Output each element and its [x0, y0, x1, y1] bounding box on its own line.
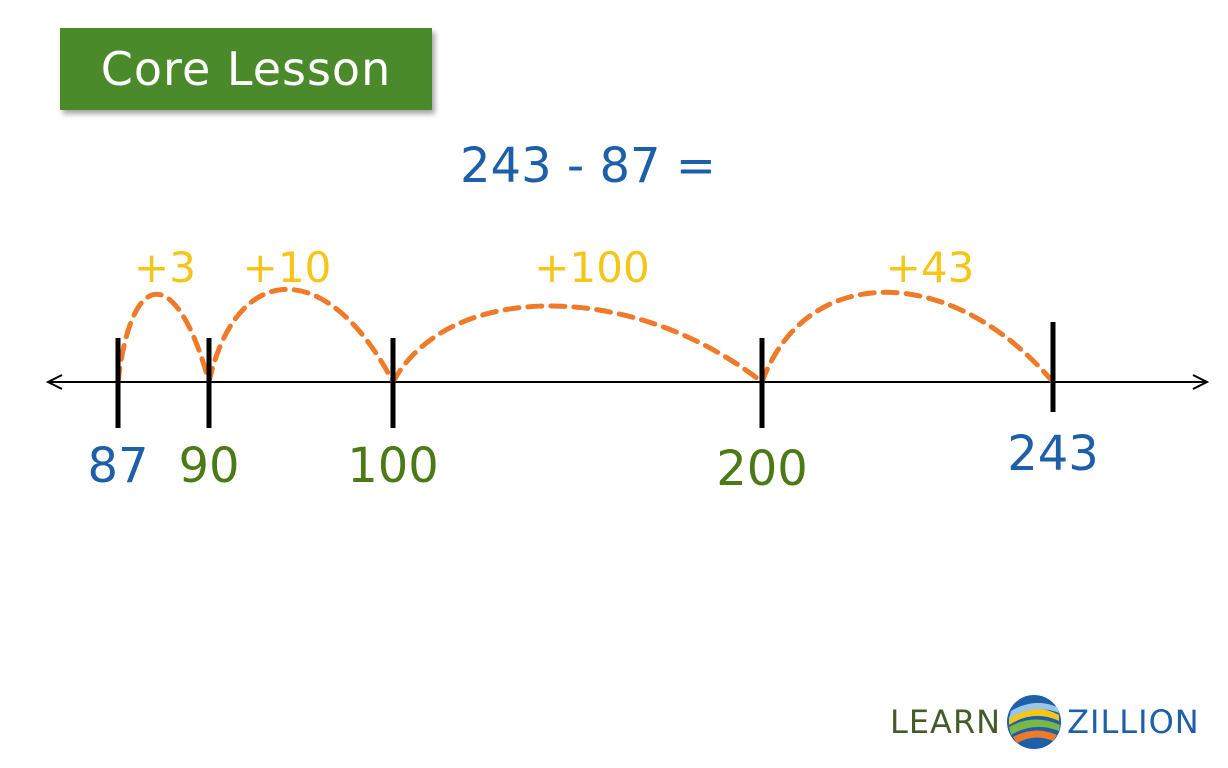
logo-text-right: ZILLION: [1067, 703, 1200, 741]
jump-arc: [390, 303, 765, 385]
problem-equation: 243 - 87 =: [460, 138, 717, 194]
tick-label: 243: [1007, 426, 1099, 482]
jump-label: +100: [534, 243, 649, 292]
left-arrow-icon: [45, 374, 63, 390]
tick-label: 90: [178, 438, 239, 494]
badge-label: Core Lesson: [100, 42, 392, 96]
learnzillion-logo: LEARN ZILLION: [890, 692, 1200, 752]
jump-label: +43: [886, 243, 975, 292]
core-lesson-badge: Core Lesson: [60, 28, 432, 110]
globe-icon: [1007, 695, 1062, 749]
jump-label: +3: [134, 243, 196, 292]
jump-arc: [115, 292, 212, 385]
tick-label: 200: [716, 441, 808, 497]
jump-label: +10: [243, 243, 332, 292]
tick-label: 100: [347, 438, 439, 494]
jump-arc: [759, 290, 1056, 385]
logo-text-left: LEARN: [890, 703, 1002, 741]
tick-label: 87: [87, 438, 148, 494]
right-arrow-icon: [1192, 374, 1210, 390]
jump-arc: [206, 287, 396, 385]
